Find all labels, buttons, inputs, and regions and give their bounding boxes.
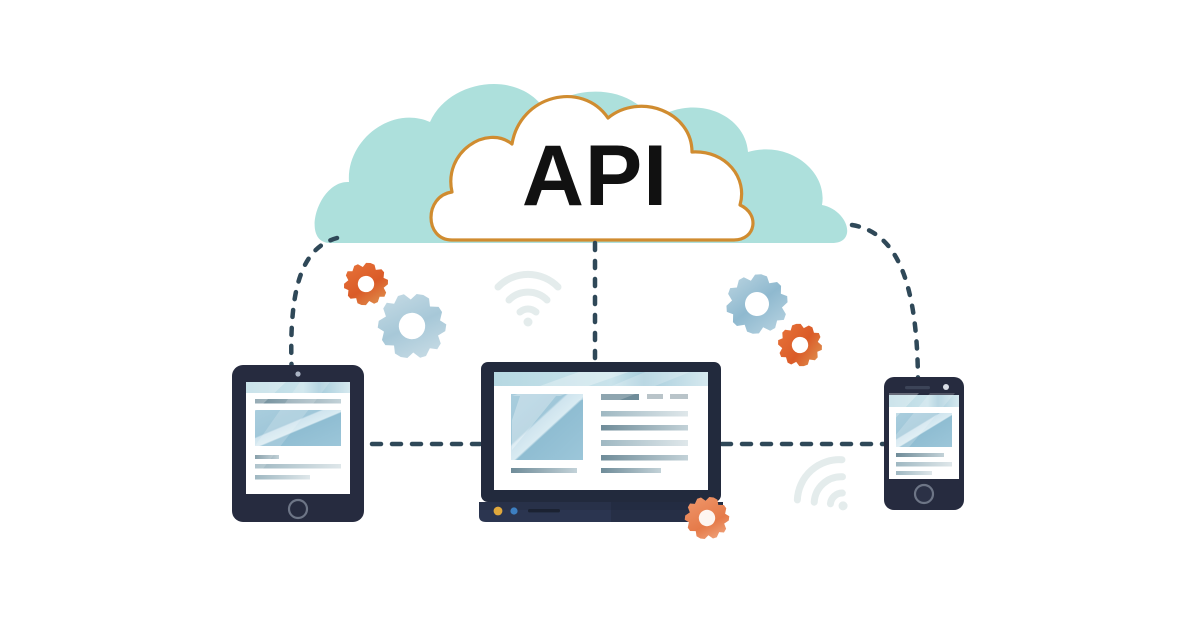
- connector-cloud-to-tablet: [289, 235, 340, 381]
- gear-orange-small-left: [340, 258, 392, 310]
- cloud-api-label: API: [522, 128, 668, 224]
- wifi-icon-right: [793, 456, 848, 511]
- phone-speaker: [905, 386, 930, 390]
- laptop-device[interactable]: [479, 362, 723, 522]
- gear-blue-large-left: [369, 283, 455, 369]
- tablet-device[interactable]: [232, 365, 364, 522]
- phone-home-button: [913, 483, 935, 505]
- laptop-base: [479, 502, 723, 522]
- laptop-indicator-amber: [493, 506, 503, 516]
- wifi-icon-center: [494, 270, 562, 327]
- connector-cloud-to-phone: [849, 222, 921, 388]
- gear-orange-small-right: [775, 320, 825, 370]
- tablet-home-button: [287, 498, 309, 520]
- phone-screen-content: [889, 393, 959, 475]
- tablet-camera-dot: [295, 371, 301, 377]
- gear-blue-large-right: [723, 270, 791, 338]
- tablet-screen-content: [246, 382, 350, 480]
- connector-group: [289, 222, 921, 447]
- laptop-screen-content: [494, 372, 708, 473]
- phone-device[interactable]: [882, 377, 964, 510]
- phone-camera-dot: [943, 384, 949, 390]
- front-cloud: API: [429, 94, 755, 242]
- gear-orange-laptop: [679, 490, 735, 546]
- laptop-indicator-blue: [510, 507, 518, 515]
- laptop-base-slot: [528, 509, 560, 513]
